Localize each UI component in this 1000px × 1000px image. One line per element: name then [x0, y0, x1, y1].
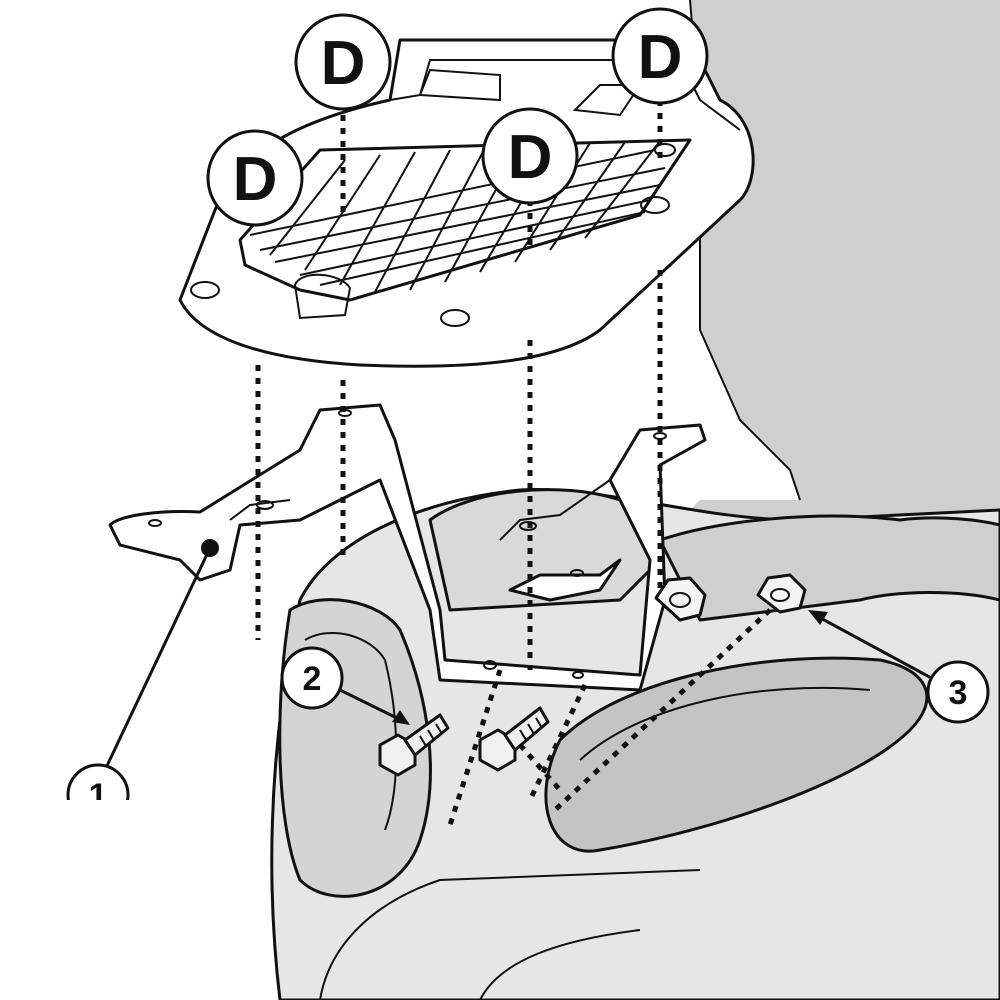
- part-d-label-4: D: [508, 123, 553, 192]
- topcase-base-plate: [178, 38, 755, 368]
- part-d-callout-1: D: [294, 13, 392, 111]
- tail-light-right-inner: [579, 686, 871, 761]
- mounting-bracket: [108, 403, 707, 692]
- part-d-callout-2: D: [611, 7, 709, 105]
- nut-left: [654, 576, 707, 622]
- leader-3-arrow: [808, 610, 828, 625]
- leader-3: [813, 613, 937, 682]
- tail-light-right: [544, 656, 929, 853]
- part-d-label-2: D: [638, 23, 683, 92]
- leader-2-arrow: [392, 710, 410, 725]
- part-d-label-3: D: [233, 145, 278, 214]
- callout-2-label: 2: [303, 660, 322, 698]
- part-d-label-1: D: [321, 29, 366, 98]
- leader-2: [338, 688, 407, 724]
- part-d-callout-3: D: [206, 129, 304, 227]
- fender-line-2: [479, 929, 641, 1000]
- grid-lines: [249, 140, 666, 293]
- fender-line: [319, 869, 701, 1000]
- leader-1-dot: [201, 539, 219, 557]
- nut-right: [756, 573, 807, 614]
- callout-2: 2: [280, 646, 344, 710]
- callout-3-label: 3: [949, 674, 968, 712]
- part-d-callout-4: D: [481, 107, 579, 205]
- alignment-lines: [255, 100, 772, 826]
- blank-area: [20, 800, 260, 1000]
- leader-1: [103, 546, 212, 772]
- bolt-right: [478, 706, 550, 772]
- bolt-left: [378, 713, 450, 777]
- grab-rail: [658, 514, 1000, 622]
- callout-3: 3: [926, 660, 990, 724]
- tail-light-left-inner: [304, 631, 398, 831]
